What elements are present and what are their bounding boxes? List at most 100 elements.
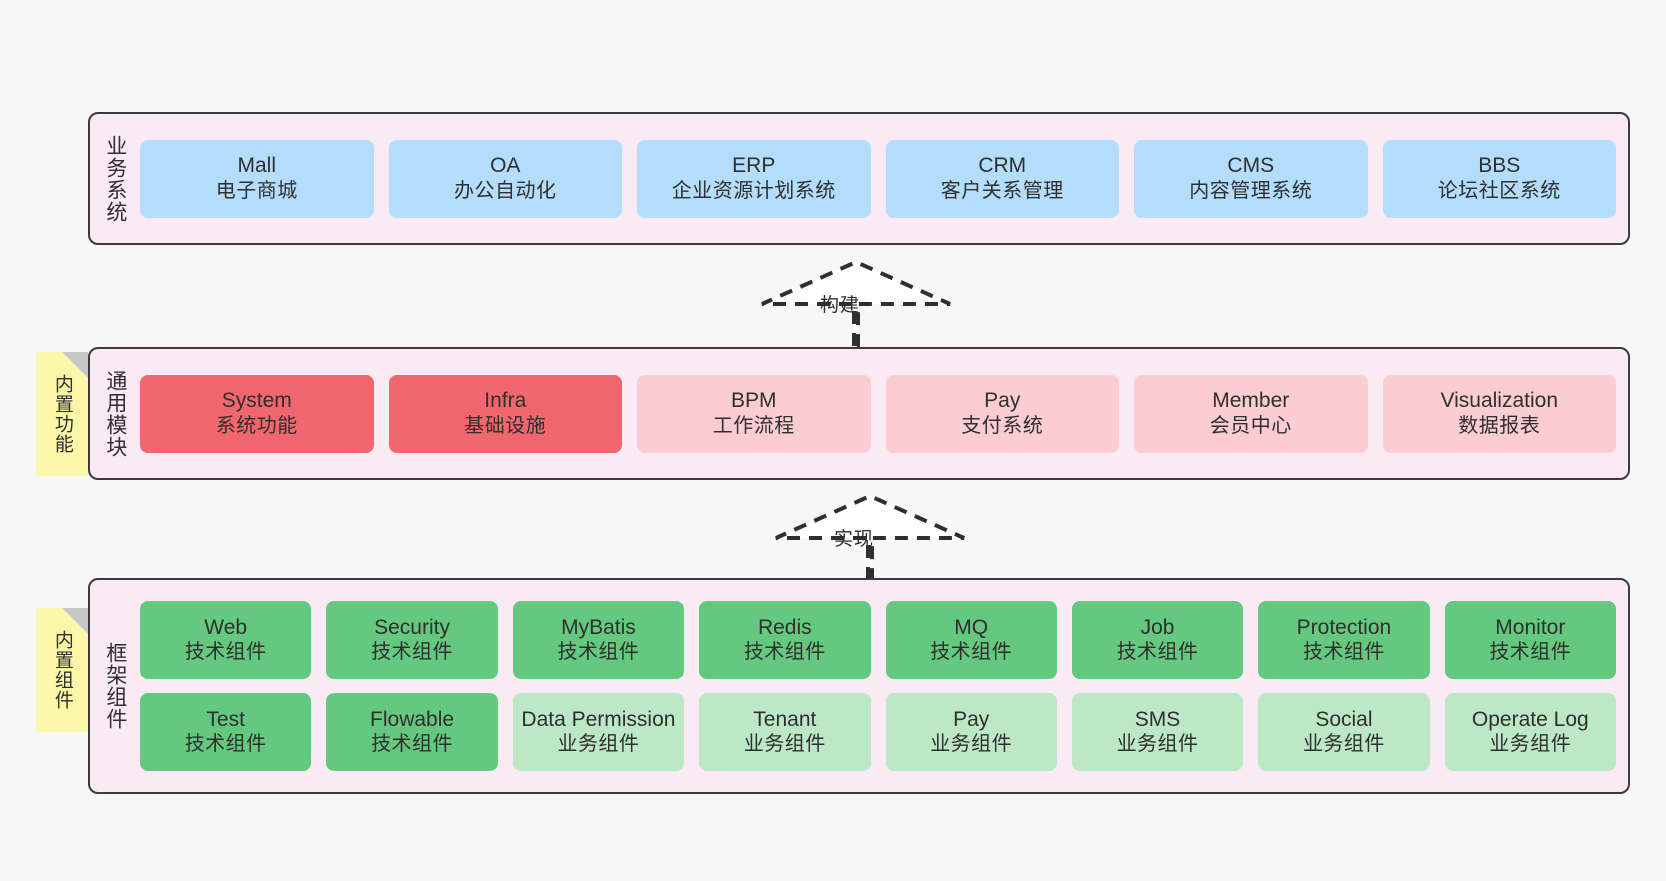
sticky-label: 内置功能 [51, 374, 73, 454]
card-title-cn: 技术组件 [1489, 641, 1572, 664]
card-title-en: Pay [953, 707, 990, 731]
card-title-en: Web [204, 615, 248, 639]
card-title-en: Monitor [1495, 615, 1566, 639]
card-row: System 系统功能 Infra 基础设施 BPM 工作流程 Pay 支付系统… [140, 374, 1616, 453]
card-web[interactable]: Web 技术组件 [140, 601, 312, 679]
card-title-en: BPM [730, 389, 777, 413]
card-visualization[interactable]: Visualization 数据报表 [1382, 374, 1616, 453]
card-title-en: Pay [984, 389, 1021, 413]
card-title-en: Test [206, 707, 245, 731]
card-job[interactable]: Job 技术组件 [1071, 601, 1244, 679]
card-data-permission[interactable]: Data Permission 业务组件 [512, 693, 685, 771]
card-title-cn: 技术组件 [371, 641, 454, 664]
card-social[interactable]: Social 业务组件 [1258, 693, 1430, 771]
layer-body-framework: Web 技术组件 Security 技术组件 MyBatis 技术组件 Redi… [140, 580, 1628, 792]
card-security[interactable]: Security 技术组件 [326, 601, 498, 679]
card-title-cn: 业务组件 [557, 733, 640, 756]
card-title-en: Flowable [370, 707, 455, 731]
card-title-en: CRM [978, 154, 1027, 178]
card-title-cn: 内容管理系统 [1189, 179, 1313, 202]
card-title-cn: 会员中心 [1209, 414, 1292, 437]
card-title-en: Tenant [753, 707, 817, 731]
card-row: Web 技术组件 Security 技术组件 MyBatis 技术组件 Redi… [140, 601, 1616, 679]
sticky-note-builtin-component: 内置组件 [36, 608, 88, 732]
layer-title-framework: 框架组件 [103, 642, 127, 730]
card-mybatis[interactable]: MyBatis 技术组件 [512, 601, 685, 679]
card-cms[interactable]: CMS 内容管理系统 [1134, 139, 1368, 218]
card-title-cn: 技术组件 [371, 733, 454, 756]
card-title-en: Data Permission [521, 707, 676, 731]
card-row: Mall 电子商城 OA 办公自动化 ERP 企业资源计划系统 CRM 客户关系… [140, 139, 1616, 218]
card-title-en: Social [1315, 707, 1373, 731]
layer-body-common: System 系统功能 Infra 基础设施 BPM 工作流程 Pay 支付系统… [140, 349, 1628, 478]
card-oa[interactable]: OA 办公自动化 [388, 139, 622, 218]
card-title-en: Redis [757, 615, 812, 639]
layer-title-business: 业务系统 [103, 134, 127, 223]
card-test[interactable]: Test 技术组件 [140, 693, 312, 771]
card-title-cn: 工作流程 [712, 414, 795, 437]
card-title-cn: 论坛社区系统 [1437, 179, 1561, 202]
card-redis[interactable]: Redis 技术组件 [699, 601, 871, 679]
card-title-en: CMS [1227, 154, 1275, 178]
card-protection[interactable]: Protection 技术组件 [1258, 601, 1430, 679]
card-title-en: Infra [484, 389, 527, 413]
arrow-label-build: 构建 [820, 295, 861, 316]
card-title-cn: 支付系统 [961, 414, 1044, 437]
sticky-label: 内置组件 [51, 630, 73, 710]
card-monitor[interactable]: Monitor 技术组件 [1444, 601, 1616, 679]
card-row: Test 技术组件 Flowable 技术组件 Data Permission … [140, 693, 1616, 771]
card-title-en: Security [374, 615, 450, 639]
layer-body-business: Mall 电子商城 OA 办公自动化 ERP 企业资源计划系统 CRM 客户关系… [140, 114, 1628, 243]
arrow-build: 构建 [758, 258, 954, 350]
card-title-cn: 技术组件 [184, 733, 267, 756]
card-title-en: BBS [1478, 154, 1521, 178]
card-title-cn: 业务组件 [930, 733, 1013, 756]
card-title-en: Job [1140, 615, 1175, 639]
card-flowable[interactable]: Flowable 技术组件 [326, 693, 498, 771]
layer-title-common: 通用模块 [103, 369, 127, 458]
card-title-en: MyBatis [561, 615, 636, 639]
card-bpm[interactable]: BPM 工作流程 [637, 374, 871, 453]
card-title-cn: 业务组件 [1116, 733, 1199, 756]
card-member[interactable]: Member 会员中心 [1134, 374, 1368, 453]
card-system[interactable]: System 系统功能 [140, 374, 374, 453]
arrow-up-dashed-icon [775, 493, 965, 582]
card-title-cn: 办公自动化 [454, 179, 557, 202]
card-operate-log[interactable]: Operate Log 业务组件 [1444, 693, 1616, 771]
card-bbs[interactable]: BBS 论坛社区系统 [1382, 139, 1616, 218]
card-mall[interactable]: Mall 电子商城 [140, 139, 374, 218]
arrow-implement: 实现 [772, 492, 968, 584]
card-title-cn: 技术组件 [184, 641, 267, 664]
card-title-cn: 技术组件 [557, 641, 640, 664]
card-title-cn: 技术组件 [743, 641, 826, 664]
card-title-en: Mall [237, 154, 276, 178]
card-title-en: System [221, 389, 292, 413]
card-title-cn: 基础设施 [464, 414, 547, 437]
card-title-en: OA [490, 154, 521, 178]
card-title-cn: 客户关系管理 [940, 179, 1064, 202]
card-tenant[interactable]: Tenant 业务组件 [699, 693, 871, 771]
card-title-en: Protection [1296, 615, 1392, 639]
layer-common-module: 通用模块 System 系统功能 Infra 基础设施 BPM 工作流程 Pay… [88, 347, 1630, 480]
card-pay-business[interactable]: Pay 业务组件 [885, 693, 1057, 771]
card-title-cn: 企业资源计划系统 [671, 179, 836, 202]
arrow-label-implement: 实现 [834, 529, 875, 550]
card-title-cn: 业务组件 [1489, 733, 1572, 756]
card-pay[interactable]: Pay 支付系统 [885, 374, 1119, 453]
card-crm[interactable]: CRM 客户关系管理 [885, 139, 1119, 218]
card-sms[interactable]: SMS 业务组件 [1071, 693, 1244, 771]
card-title-en: Member [1212, 389, 1290, 413]
card-title-en: Visualization [1440, 389, 1559, 413]
card-title-cn: 技术组件 [930, 641, 1013, 664]
card-title-cn: 业务组件 [1302, 733, 1385, 756]
card-mq[interactable]: MQ 技术组件 [885, 601, 1057, 679]
card-erp[interactable]: ERP 企业资源计划系统 [637, 139, 871, 218]
card-title-cn: 电子商城 [215, 179, 298, 202]
card-title-en: ERP [732, 154, 776, 178]
card-title-cn: 技术组件 [1116, 641, 1199, 664]
card-title-en: MQ [954, 615, 989, 639]
card-infra[interactable]: Infra 基础设施 [388, 374, 622, 453]
card-title-cn: 数据报表 [1458, 414, 1541, 437]
layer-business-system: 业务系统 Mall 电子商城 OA 办公自动化 ERP 企业资源计划系统 CRM… [88, 112, 1630, 245]
